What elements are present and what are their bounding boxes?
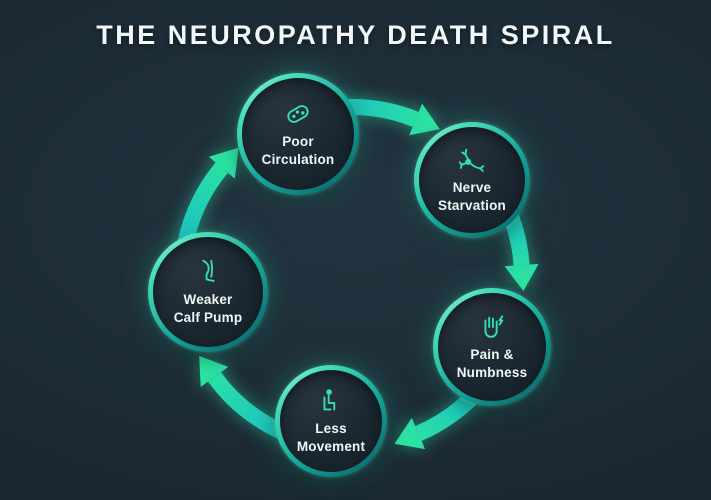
node-label: Less Movement: [296, 421, 366, 454]
node-poor-circulation-body: Poor Circulation: [242, 78, 354, 190]
node-less-movement-body: Less Movement: [280, 370, 382, 472]
node-pain-numbness-body: Pain & Numbness: [438, 293, 546, 401]
node-nerve-starvation: Nerve Starvation: [414, 122, 530, 238]
node-label: Poor Circulation: [261, 134, 335, 167]
seated-person-icon: [323, 389, 336, 411]
node-label: Weaker Calf Pump: [173, 292, 243, 325]
numb-hand-icon: [484, 315, 504, 339]
calf-muscle-icon: [202, 260, 215, 283]
node-nerve-starvation-body: Nerve Starvation: [419, 127, 525, 233]
neuron-icon: [458, 149, 485, 173]
page-title: THE NEUROPATHY DEATH SPIRAL: [96, 20, 615, 50]
node-label: Pain & Numbness: [456, 347, 528, 380]
node-label: Nerve Starvation: [437, 180, 507, 213]
blood-vessel-icon: [287, 105, 309, 124]
node-poor-circulation: Poor Circulation: [237, 73, 359, 195]
node-weaker-calf-pump-body: Weaker Calf Pump: [153, 237, 263, 347]
node-weaker-calf-pump: Weaker Calf Pump: [148, 232, 268, 352]
node-pain-numbness: Pain & Numbness: [433, 288, 551, 406]
node-less-movement: Less Movement: [275, 365, 387, 477]
